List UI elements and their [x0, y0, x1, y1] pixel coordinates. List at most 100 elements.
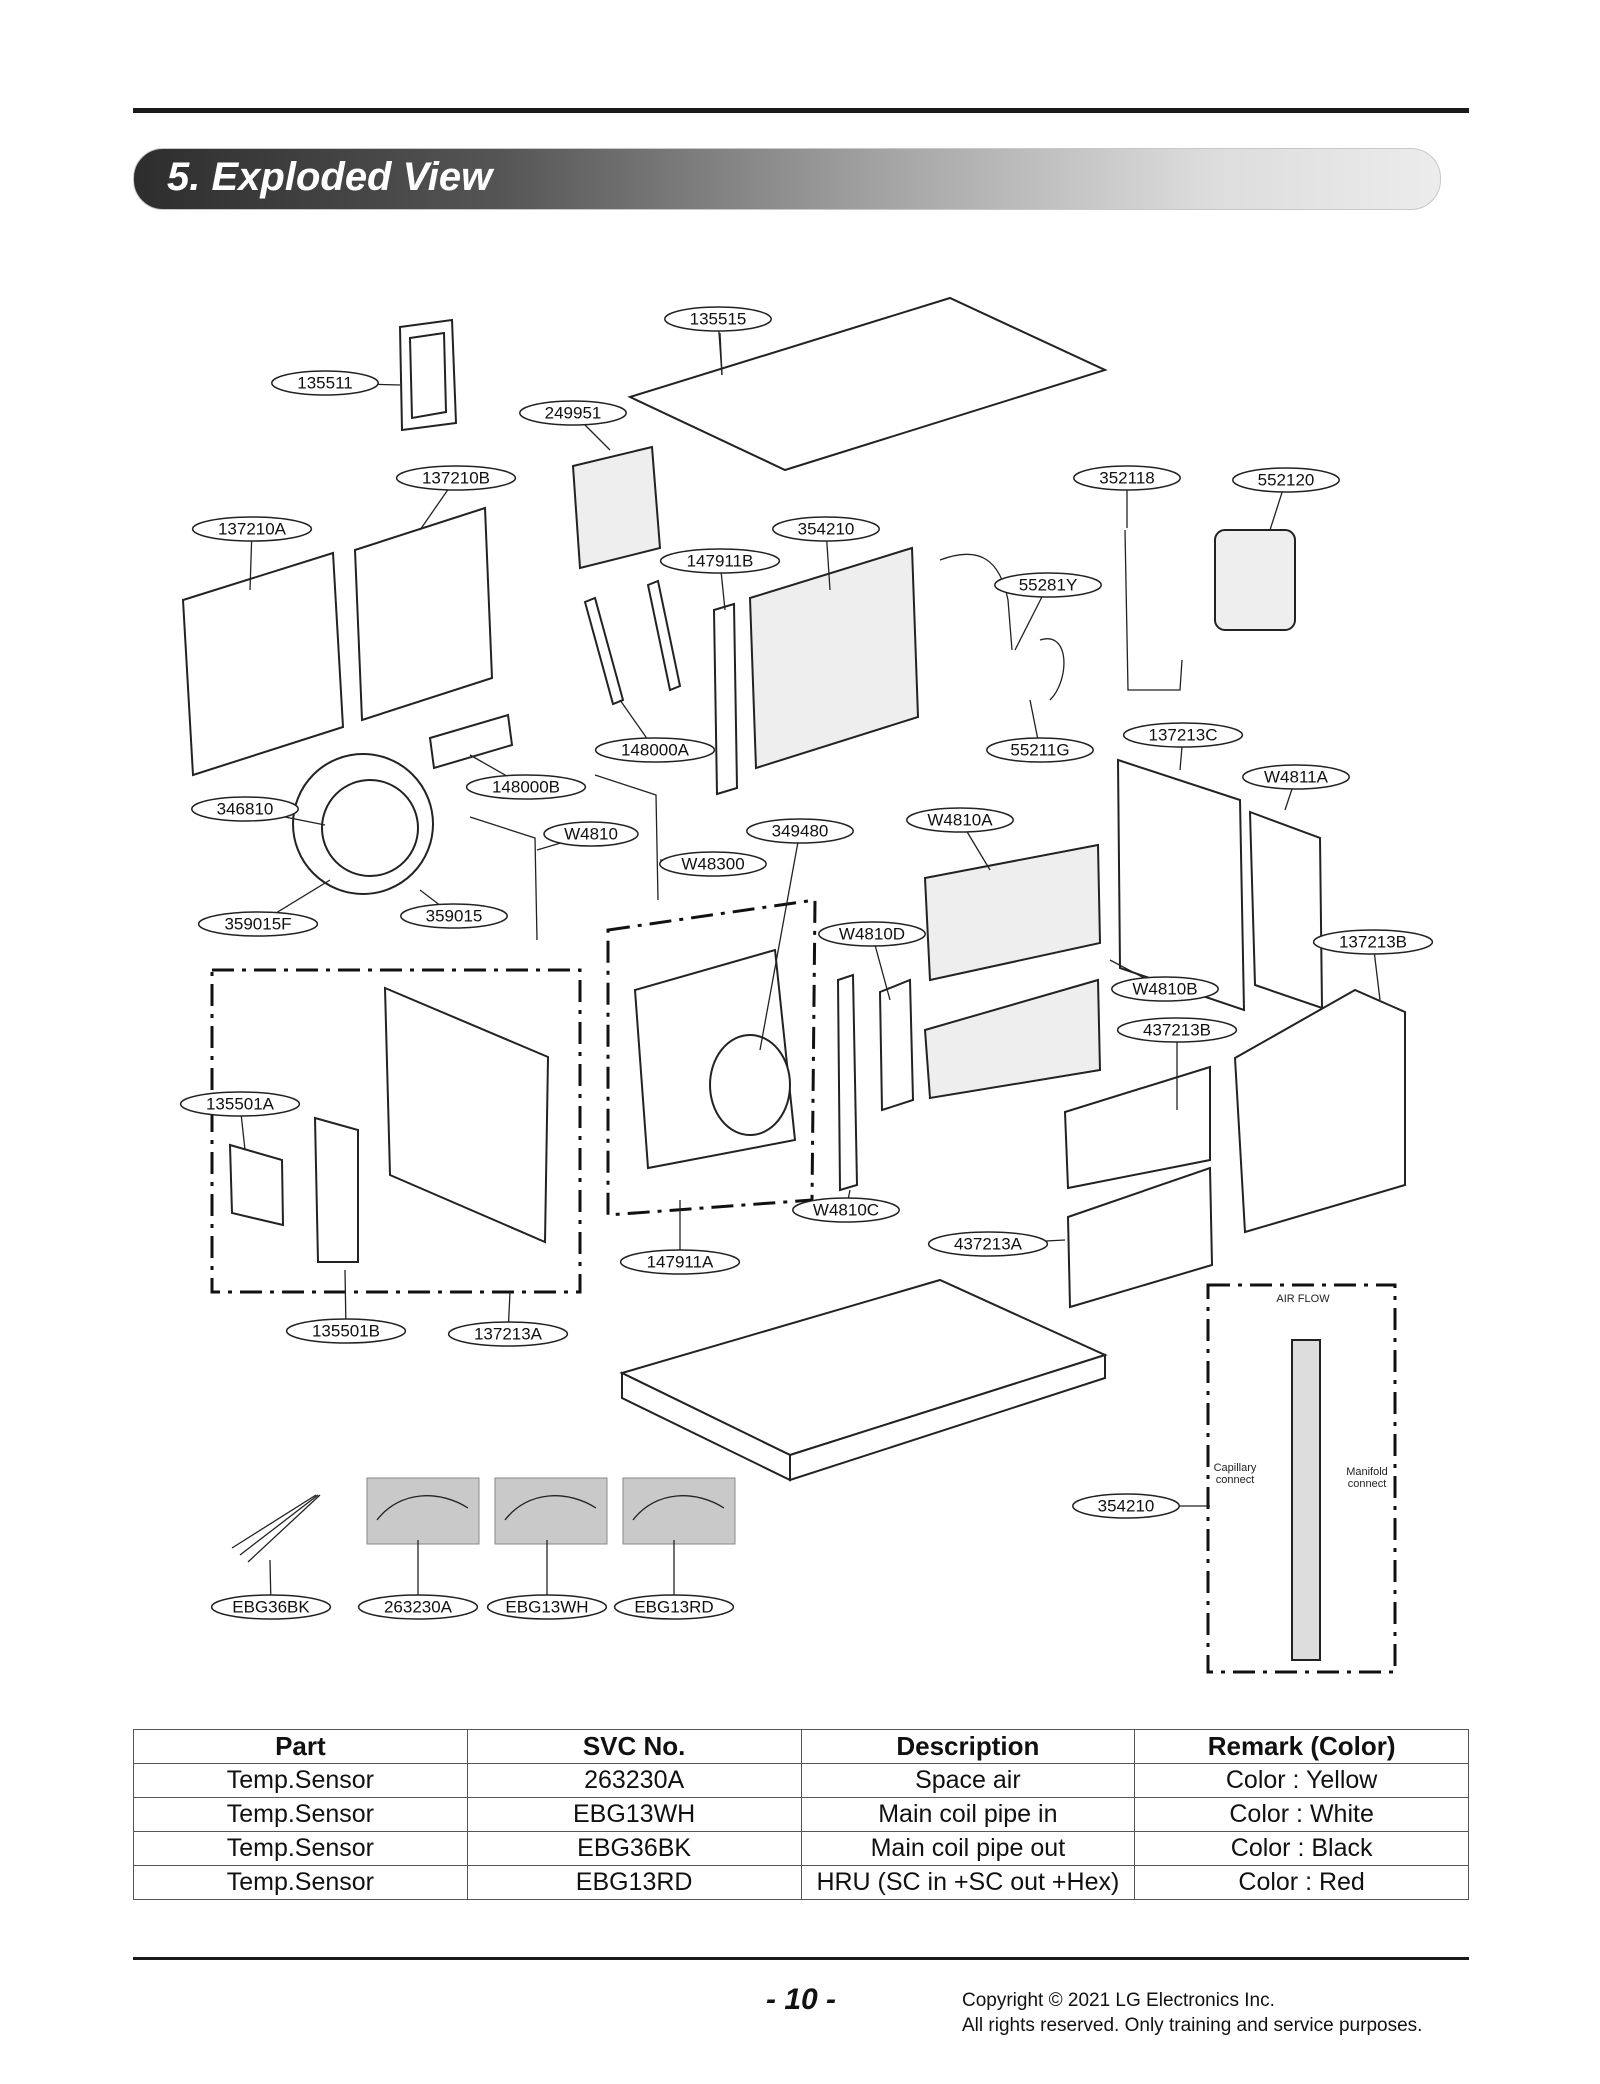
table-header: Description: [800, 1729, 1136, 1764]
callout-135515: 135515: [664, 306, 772, 376]
callout-label: 359015F: [224, 914, 291, 933]
callout-label: 137213A: [474, 1324, 543, 1343]
access-panel-part: [383, 986, 550, 1244]
callout-label: 137210B: [422, 468, 490, 487]
callout-135501a: 135501A: [179, 1091, 301, 1151]
callout-147911b: 147911B: [659, 548, 781, 611]
section-title: 5. Exploded View: [167, 155, 493, 199]
filter-part: [923, 843, 1102, 982]
bottom-rule: [133, 1957, 1469, 1960]
callout-label: 263230A: [384, 1597, 453, 1616]
table-cell: Main coil pipe in: [800, 1797, 1136, 1832]
table-cell: Color : Black: [1134, 1831, 1469, 1866]
callout-label: W4811A: [1264, 767, 1329, 786]
callout-label: W4810C: [813, 1200, 879, 1219]
callout-137210a: 137210A: [191, 516, 313, 591]
callout-352118: 352118: [1073, 465, 1181, 528]
table-cell: Main coil pipe out: [800, 1831, 1136, 1866]
table-row: Temp.Sensor 263230A Space air Color : Ye…: [133, 1763, 1469, 1798]
callout-w4810b: W4810B: [1109, 959, 1219, 1002]
table-cell: Temp.Sensor: [133, 1865, 468, 1900]
callout-55211g: 55211G: [986, 699, 1094, 763]
callout-label: 135511: [297, 373, 352, 392]
table-cell: Space air: [800, 1763, 1136, 1798]
top-rule: [133, 108, 1469, 113]
callout-label: 352118: [1099, 468, 1154, 487]
callout-437213a: 437213A: [927, 1231, 1066, 1257]
callout-label: 148000A: [621, 740, 690, 759]
table-row: Temp.Sensor EBG36BK Main coil pipe out C…: [133, 1831, 1469, 1866]
callout-label: 135501B: [312, 1321, 380, 1340]
callout-label: W4810A: [927, 810, 993, 829]
callout-label: W4810D: [839, 924, 905, 943]
section-banner: 5. Exploded View: [133, 148, 1441, 210]
side-panel-a-part: [181, 551, 345, 777]
callout-135511: 135511: [271, 370, 401, 396]
callout-label: EBG36BK: [232, 1597, 310, 1616]
callout-ebg13rd: EBG13RD: [613, 1540, 735, 1620]
table-cell: Color : Red: [1134, 1865, 1469, 1900]
callout-349480: 349480: [746, 818, 854, 1051]
callout-label: W48300: [681, 854, 744, 873]
table-cell: EBG36BK: [466, 1831, 802, 1866]
table-cell: EBG13WH: [466, 1797, 802, 1832]
table-row: Temp.Sensor EBG13WH Main coil pipe in Co…: [133, 1797, 1469, 1832]
svg-text:Manifold: Manifold: [1346, 1466, 1388, 1478]
callout-552120: 552120: [1232, 467, 1340, 531]
callout-354210: 354210: [772, 516, 880, 591]
callout-148000a: 148000A: [594, 699, 716, 763]
callout-359015f: 359015F: [197, 879, 331, 937]
callout-label: 55211G: [1010, 740, 1069, 759]
svg-text:Capillary: Capillary: [1214, 1462, 1257, 1474]
coil-part: [748, 546, 920, 770]
side-panel-b-part: [353, 506, 494, 722]
callout-263230a: 263230A: [357, 1540, 479, 1620]
callout-137213a: 137213A: [447, 1291, 569, 1347]
callout-label: 249951: [545, 403, 602, 422]
callout-135501b: 135501B: [285, 1269, 407, 1344]
callout-w48300: W48300: [659, 851, 767, 877]
callout-label: 147911A: [647, 1252, 714, 1271]
callout-137210b: 137210B: [395, 465, 517, 531]
callout-w4810d: W4810D: [818, 921, 926, 1001]
callout-354210: 354210: [1072, 1493, 1210, 1519]
callout-w4810c: W4810C: [792, 1189, 900, 1223]
table-cell: Color : Yellow: [1134, 1763, 1469, 1798]
callout-label: W4810B: [1132, 979, 1197, 998]
callout-label: 359015: [426, 906, 483, 925]
callout-label: 552120: [1258, 470, 1315, 489]
svg-text:connect: connect: [1216, 1474, 1255, 1486]
svg-text:connect: connect: [1348, 1478, 1387, 1490]
parts-table: Part SVC No. Description Remark (Color) …: [133, 1729, 1469, 1900]
callout-label: 137210A: [218, 519, 287, 538]
callout-249951: 249951: [519, 400, 627, 451]
table-header: Part: [133, 1729, 468, 1764]
table-cell: HRU (SC in +SC out +Hex): [800, 1865, 1136, 1900]
callout-label: 147911B: [687, 551, 754, 570]
callout-137213c: 137213C: [1122, 722, 1244, 771]
table-header-row: Part SVC No. Description Remark (Color): [133, 1729, 1469, 1764]
page-number: - 10 -: [766, 1983, 837, 2016]
callout-55281y: 55281Y: [994, 572, 1102, 651]
table-cell: Temp.Sensor: [133, 1797, 468, 1832]
callout-label: 137213C: [1148, 725, 1217, 744]
top-panel-part: [627, 296, 1108, 472]
airflow-label: AIR FLOW: [1276, 1293, 1330, 1305]
control-box-part: [571, 445, 662, 570]
callout-label: W4810: [564, 824, 618, 843]
callout-ebg36bk: EBG36BK: [210, 1559, 332, 1620]
exploded-view-diagram: AIR FLOW Capillary connect Manifold conn…: [179, 296, 1434, 1674]
callout-ebg13wh: EBG13WH: [486, 1540, 608, 1620]
callout-label: 349480: [772, 821, 829, 840]
copyright-line: Copyright © 2021 LG Electronics Inc.: [962, 1990, 1275, 2011]
callout-359015: 359015: [400, 889, 508, 929]
callout-148000b: 148000B: [465, 754, 587, 800]
callout-w4810: W4810: [536, 821, 639, 851]
table-cell: Color : White: [1134, 1797, 1469, 1832]
callout-label: 137213B: [1339, 932, 1407, 951]
callout-437213b: 437213B: [1116, 1017, 1238, 1110]
table-cell: 263230A: [466, 1763, 802, 1798]
table-cell: Temp.Sensor: [133, 1831, 468, 1866]
callout-label: 135501A: [206, 1094, 275, 1113]
callout-147911a: 147911A: [619, 1200, 741, 1275]
